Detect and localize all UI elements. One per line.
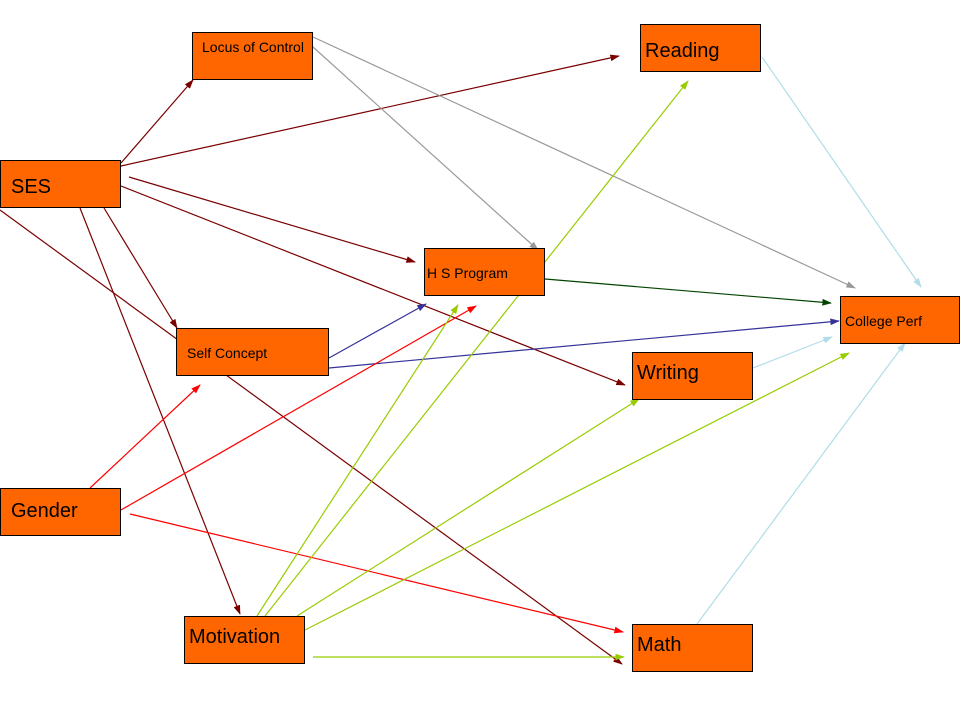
node-gender: Gender <box>0 488 121 536</box>
arrow-writing-to-college-perf <box>752 336 833 369</box>
arrow-ses-to-self-concept <box>103 207 178 329</box>
arrow-locus-of-control-to-h-s-program <box>312 46 539 251</box>
arrow-ses-to-locus-of-control <box>120 79 194 164</box>
node-reading: Reading <box>640 24 761 72</box>
arrow-self-concept-to-college-perf <box>328 318 840 369</box>
node-writing: Writing <box>632 352 753 400</box>
arrow-reading-to-college-perf <box>761 56 922 288</box>
arrow-self-concept-to-h-s-program <box>328 303 427 359</box>
node-math: Math <box>632 624 753 672</box>
arrow-motivation-to-college-perf <box>304 352 850 631</box>
node-ses: SES <box>0 160 121 208</box>
arrow-locus-of-control-to-college-perf <box>312 36 856 289</box>
node-college-perf: College Perf <box>840 296 960 344</box>
arrow-ses-to-h-s-program <box>128 176 416 263</box>
arrow-h-s-program-to-college-perf <box>544 278 832 306</box>
node-self-concept: Self Concept <box>176 328 329 376</box>
arrow-gender-to-self-concept <box>89 384 201 489</box>
arrow-gender-to-math <box>129 513 624 634</box>
arrow-ses-to-motivation <box>79 207 241 615</box>
node-motivation: Motivation <box>184 616 305 664</box>
node-hs-program: H S Program <box>424 248 545 296</box>
arrow-motivation-to-writing <box>296 398 640 617</box>
node-locus-of-control: Locus of Control <box>192 32 313 80</box>
